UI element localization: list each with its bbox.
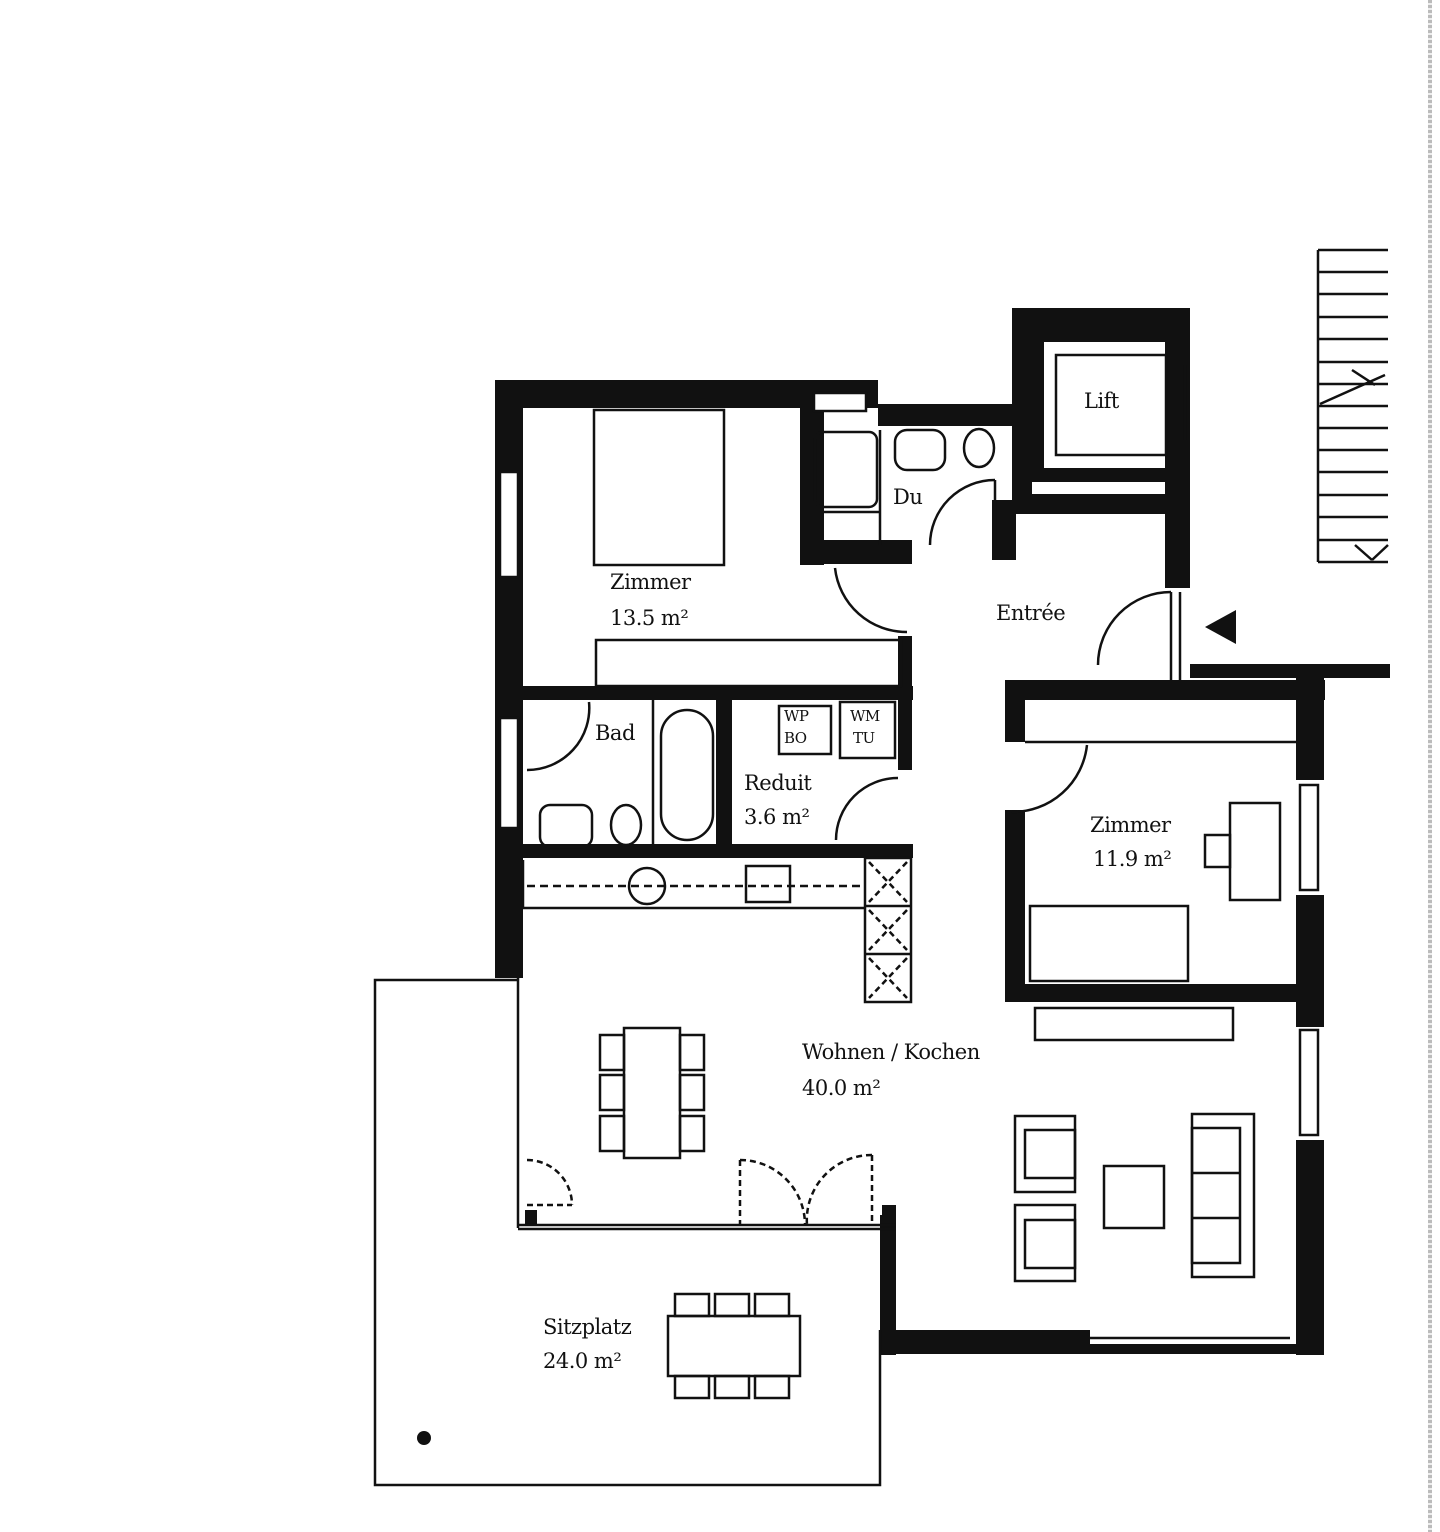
- room-label-du: Du: [893, 485, 923, 509]
- fixtures: [373, 248, 1389, 1487]
- drain-dot: [417, 1431, 431, 1445]
- entrance-arrow-icon: [1205, 610, 1236, 644]
- scan-edge: [1428, 0, 1432, 1532]
- room-area-zimmer-1: 13.5 m²: [610, 606, 689, 630]
- room-label-zimmer-1: Zimmer: [610, 570, 691, 594]
- appliance-label-tu: TU: [853, 729, 875, 747]
- room-label-entree: Entrée: [996, 601, 1066, 625]
- appliance-label-wp: WP: [784, 707, 809, 725]
- room-area-zimmer-2: 11.9 m²: [1093, 847, 1172, 871]
- room-label-wohnen-kochen: Wohnen / Kochen: [802, 1040, 980, 1064]
- room-area-reduit: 3.6 m²: [744, 805, 810, 829]
- room-area-sitzplatz: 24.0 m²: [543, 1349, 622, 1373]
- room-label-reduit: Reduit: [744, 771, 812, 795]
- appliance-label-wm: WM: [850, 707, 880, 725]
- stairs: [1316, 248, 1389, 564]
- room-label-zimmer-2: Zimmer: [1090, 813, 1171, 837]
- room-label-bad: Bad: [595, 721, 635, 745]
- room-area-wohnen-kochen: 40.0 m²: [802, 1076, 881, 1100]
- appliance-label-bo: BO: [784, 729, 807, 747]
- room-label-lift: Lift: [1084, 389, 1119, 413]
- room-label-sitzplatz: Sitzplatz: [543, 1315, 632, 1339]
